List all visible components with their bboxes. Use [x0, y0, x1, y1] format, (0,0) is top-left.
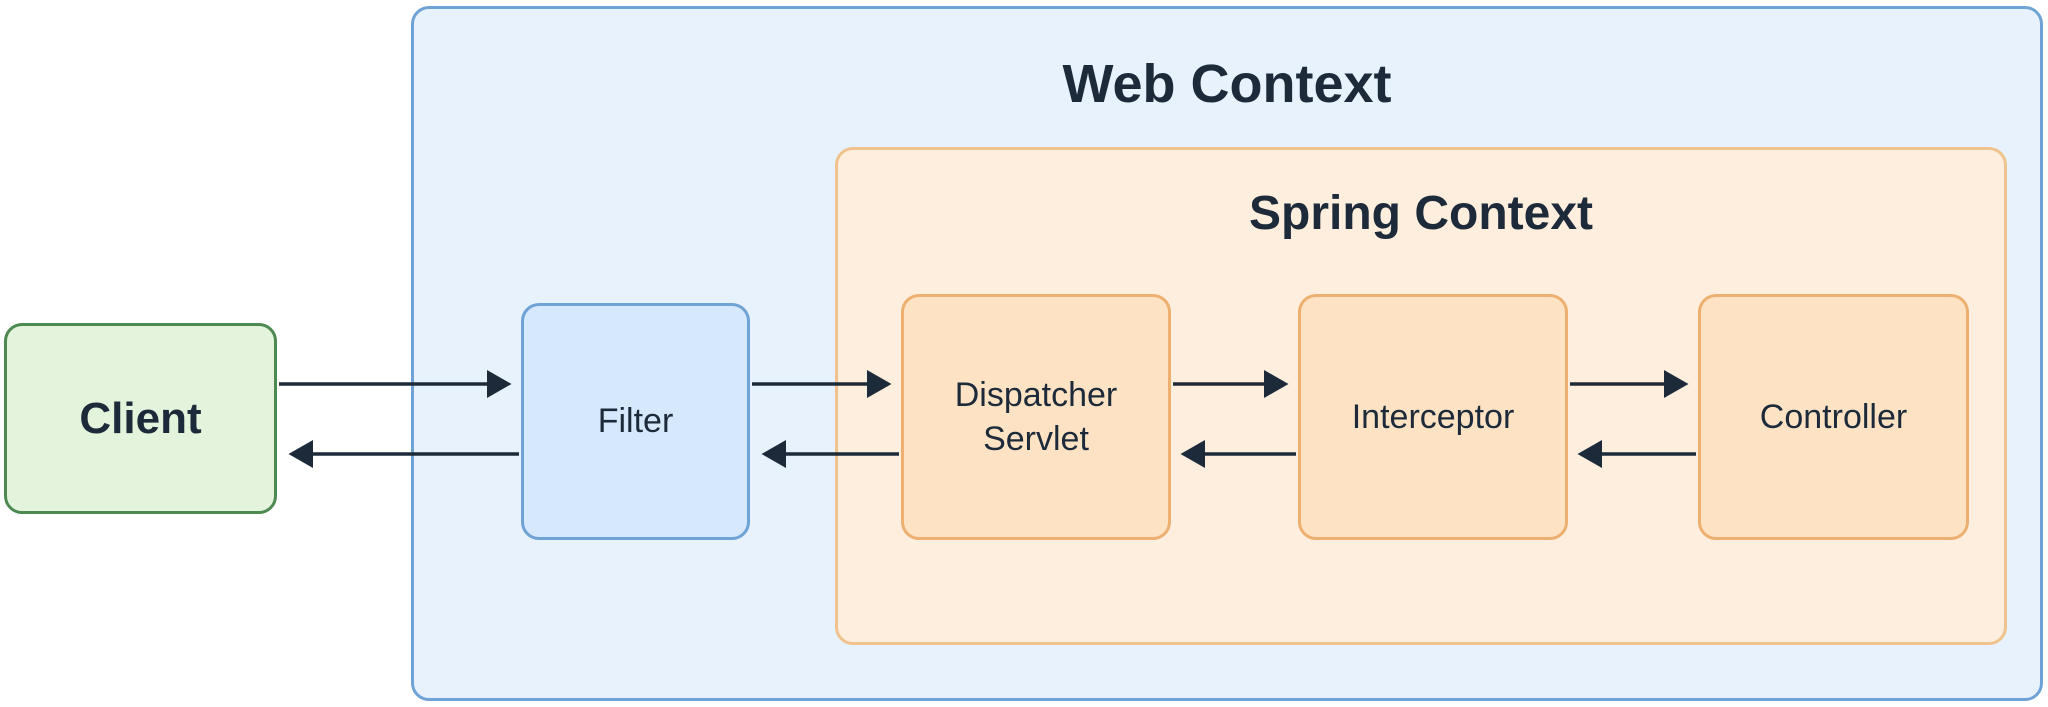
- dispatcher-servlet-node: Dispatcher Servlet: [901, 294, 1171, 540]
- client-node: Client: [4, 323, 277, 514]
- spring-context-title: Spring Context: [1249, 187, 1593, 240]
- interceptor-node: Interceptor: [1298, 294, 1568, 540]
- client-label: Client: [79, 393, 202, 443]
- interceptor-label: Interceptor: [1351, 397, 1515, 436]
- filter-node: Filter: [521, 303, 750, 540]
- dispatcher-servlet-label: Dispatcher Servlet: [954, 375, 1118, 458]
- filter-label: Filter: [597, 402, 674, 441]
- controller-label: Controller: [1759, 397, 1908, 436]
- controller-node: Controller: [1698, 294, 1969, 540]
- web-context-title: Web Context: [1062, 54, 1392, 114]
